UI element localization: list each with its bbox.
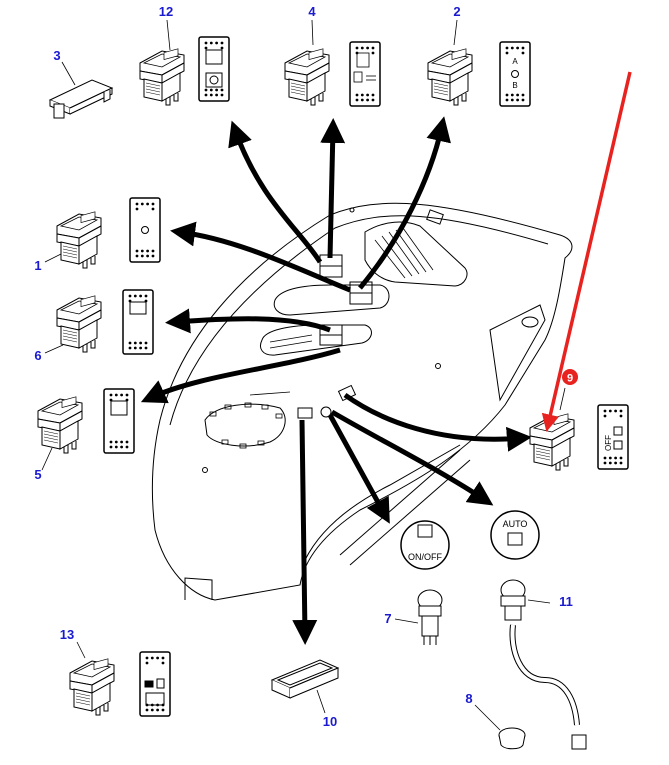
callout-12[interactable]: 12 xyxy=(159,4,173,19)
callout-11[interactable]: 11 xyxy=(559,594,573,609)
4wd-icon xyxy=(110,400,128,416)
plate-2-label-a: A xyxy=(512,57,518,66)
callout-1[interactable]: 1 xyxy=(34,258,41,273)
callout-4[interactable]: 4 xyxy=(308,4,316,19)
part-1-rocker-switch[interactable] xyxy=(56,211,102,269)
callout-10[interactable]: 10 xyxy=(323,714,337,729)
callout-3[interactable]: 3 xyxy=(53,48,60,63)
part-3-blanking-cover[interactable] xyxy=(48,79,114,119)
symbol-plate-9 xyxy=(597,404,629,470)
callout-5[interactable]: 5 xyxy=(34,467,41,482)
plate-9-label-off: OFF xyxy=(604,435,613,451)
symbol-onoff: ON/OFF xyxy=(400,520,450,570)
engine-icon xyxy=(129,301,147,315)
symbol-plate-6 xyxy=(122,289,154,355)
console-housing xyxy=(151,202,573,601)
callout-2[interactable]: 2 xyxy=(453,4,460,19)
callout-6[interactable]: 6 xyxy=(34,348,41,363)
callout-13[interactable]: 13 xyxy=(60,627,74,642)
highlight-badge-9[interactable]: 9 xyxy=(562,369,578,385)
pointer-arrows xyxy=(140,116,532,645)
part-6-rocker-switch[interactable] xyxy=(56,295,102,353)
symbol-plate-1 xyxy=(129,197,161,263)
callout-labels: 3 12 4 2 1 6 5 13 7 11 8 10 xyxy=(34,4,572,729)
onoff-label: ON/OFF xyxy=(408,552,442,562)
light-onoff-icon xyxy=(417,524,433,538)
part-12-rocker-switch[interactable] xyxy=(139,48,185,106)
part-2-rocker-switch[interactable] xyxy=(427,48,473,106)
symbol-plate-12 xyxy=(198,36,230,102)
auto-light-icon xyxy=(613,426,623,450)
pto-icon xyxy=(144,678,165,706)
part-13-rocker-switch[interactable] xyxy=(69,658,115,716)
part-11-pushbutton-harness[interactable] xyxy=(500,579,587,750)
part-9-rocker-switch[interactable] xyxy=(529,413,575,471)
auto-label: AUTO xyxy=(503,519,528,529)
tractor-icon xyxy=(205,49,223,88)
part-4-rocker-switch[interactable] xyxy=(284,48,330,106)
callout-7[interactable]: 7 xyxy=(384,611,391,626)
symbol-plate-5 xyxy=(103,388,135,454)
callout-8[interactable]: 8 xyxy=(465,691,472,706)
light-auto-icon xyxy=(507,532,523,546)
part-7-pushbutton[interactable] xyxy=(417,589,443,645)
lamp-icon xyxy=(141,226,149,234)
symbol-plate-4 xyxy=(349,41,381,107)
symbol-plate-2 xyxy=(499,41,531,107)
seat-icon xyxy=(353,52,376,83)
lamp-icon xyxy=(511,70,519,78)
symbol-auto: AUTO xyxy=(490,510,540,560)
plate-2-label-b: B xyxy=(512,81,517,90)
badge-9-label: 9 xyxy=(567,373,573,385)
part-8-plug-cap[interactable] xyxy=(498,727,526,750)
part-10-bezel[interactable] xyxy=(270,659,340,699)
highlight-arrow xyxy=(541,71,632,432)
part-5-rocker-switch[interactable] xyxy=(37,396,83,454)
